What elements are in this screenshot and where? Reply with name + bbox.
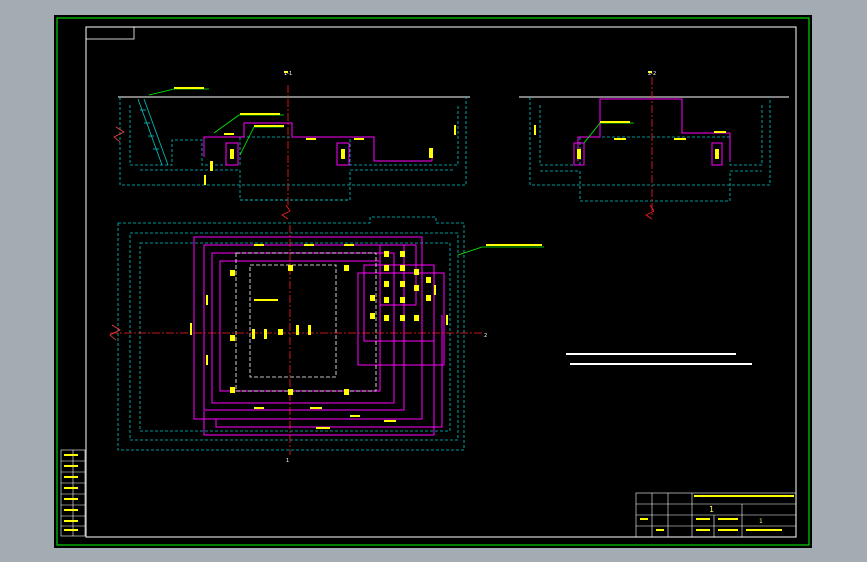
section-mark-1: 1-1 [284, 71, 292, 77]
drawing-number-box [85, 26, 135, 40]
inner-border [85, 26, 797, 538]
section-2-2: 2-2 [519, 71, 789, 220]
revision-strip-marks [64, 454, 78, 531]
revision-strip [60, 449, 86, 537]
section-1-1: 1-1 [113, 71, 470, 220]
technical-notes [566, 353, 752, 365]
outer-frame [56, 17, 810, 546]
title-block-drawing-no: 1 [709, 505, 714, 514]
section-mark-2: 2-2 [648, 71, 656, 77]
plan-mark-2: 2 [484, 333, 487, 339]
cad-drawing: 1-1 2-2 [56, 17, 810, 546]
drawing-sheet: 1-1 2-2 [54, 15, 812, 548]
title-block-sheet: 1 [759, 518, 763, 525]
plan-view: 1 2 [109, 216, 544, 464]
plan-mark-1: 1 [286, 458, 289, 464]
title-block [635, 492, 797, 538]
anchor-bolts [230, 251, 431, 395]
